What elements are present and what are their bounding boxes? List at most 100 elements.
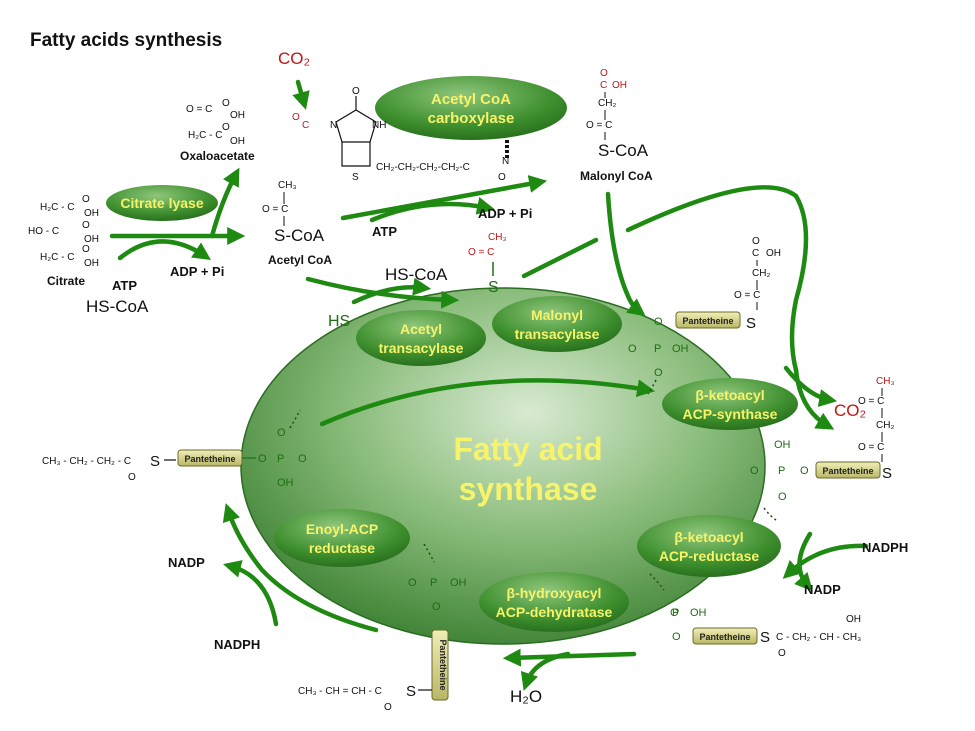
arrow-water-out	[520, 651, 571, 691]
fas-label-line1: Fatty acid	[453, 431, 602, 467]
phos1-p: P	[654, 343, 661, 355]
butyryl-s: S	[150, 453, 160, 470]
enzyme-enoyl-reductase: Enoyl-ACP reductase	[274, 509, 410, 567]
macp-oh: OH	[766, 248, 781, 259]
malonyl-o: O	[600, 68, 608, 79]
phos4-o-left: O	[670, 607, 679, 619]
crotonyl-o: O	[384, 702, 392, 713]
acc-label-line1: Acetyl CoA	[431, 91, 511, 108]
macp-s: S	[746, 315, 756, 332]
arrow-nadph-in	[782, 543, 869, 579]
compound-labels: Citrate Oxaloacetate Acetyl CoA Malonyl …	[47, 149, 908, 652]
citrate-structure: H₂C - C O OH HO - C O OH H₂C - C O OH	[28, 194, 99, 269]
hb-oh: OH	[846, 614, 861, 625]
pantetheine-label-5: Pantetheine	[438, 639, 448, 690]
butyryl-chain: CH₃ - CH₂ - CH₂ - C	[42, 456, 131, 467]
hb-chain: C - CH₂ - CH - CH₃	[776, 632, 861, 643]
citrate-o2: O	[82, 220, 90, 231]
biotin-s: S	[352, 172, 359, 183]
acetyl-on-s-ch3: CH₃	[488, 232, 507, 243]
page-title: Fatty acids synthesis	[30, 30, 222, 51]
citrate-h2c-2: H₂C - C	[40, 252, 74, 263]
butyryl-acp-structure: CH₃ - CH₂ - CH₂ - C O	[42, 456, 136, 483]
phos3-oh: OH	[277, 477, 294, 489]
s-group-acetyl: S	[488, 279, 499, 296]
pantetheine-label-3: Pantetheine	[184, 454, 235, 464]
biotin-o: O	[352, 86, 360, 97]
biotin-chain: CH₂-CH₂-CH₂-CH₂-C	[376, 162, 470, 173]
oxa-o1: O	[222, 98, 230, 109]
dots-left	[289, 409, 301, 429]
enoyl-reductase-line1: Enoyl-ACP	[306, 521, 378, 537]
arrow-hscoa-release	[351, 277, 432, 305]
hb-s: S	[760, 629, 770, 646]
malonyl-c: C	[600, 80, 607, 91]
pantetheine-right: Pantetheine	[815, 461, 881, 479]
macp-oc: O = C	[734, 290, 760, 301]
hscoa-mid-label: HS-CoA	[385, 265, 448, 284]
oxa-oc: O = C	[186, 104, 212, 115]
adp-pi-left-label: ADP + Pi	[170, 264, 224, 279]
acetoacetyl-acp-structure: CH₃ O = C CH₂ O = C	[858, 376, 895, 462]
enzyme-acetyl-coa-carboxylase: Acetyl CoA carboxylase	[375, 76, 567, 140]
biotin-co2-c: C	[302, 120, 309, 131]
macp-o: O	[752, 236, 760, 247]
phos2-o-right: O	[800, 465, 809, 477]
citrate-label: Citrate	[47, 274, 85, 288]
oxa-oh2: OH	[230, 136, 245, 147]
acetyl-transacylase-line1: Acetyl	[400, 321, 442, 337]
enzyme-malonyl-transacylase: Malonyl transacylase	[492, 296, 622, 352]
nadp-left-label: NADP	[168, 555, 205, 570]
enzyme-ketoacyl-reductase: β-ketoacyl ACP-reductase	[637, 515, 781, 577]
enzyme-ketoacyl-synthase: β-ketoacyl ACP-synthase	[662, 378, 798, 430]
malonyl-acp-structure: O C OH CH₂ O = C	[734, 236, 781, 310]
arrow-co2-to-biotin	[292, 79, 310, 110]
citrate-oh3: OH	[84, 258, 99, 269]
citrate-o3: O	[82, 244, 90, 255]
biotin-nh: NH	[372, 120, 386, 131]
phos2-oh: OH	[774, 439, 791, 451]
arrow-acetyl-transfer-a	[521, 237, 599, 279]
arrow-inside-to-synthase	[319, 378, 656, 427]
dots-bottom	[423, 543, 435, 563]
crotonyl-acp-structure: CH₃ - CH = CH - C O	[298, 686, 392, 713]
arrow-nadp-out	[794, 531, 813, 592]
large-labels: HS-CoA HS-CoA S-CoA S-CoA H₂O	[86, 141, 649, 706]
reaction-arrows	[109, 79, 869, 691]
ketoacyl-synthase-line1: β-ketoacyl	[695, 387, 764, 403]
dehydratase-line2: ACP-dehydratase	[496, 604, 613, 620]
phos5-o-left: O	[408, 577, 417, 589]
enzyme-acetyl-transacylase: Acetyl transacylase	[356, 310, 486, 366]
atp-mid-label: ATP	[372, 224, 397, 239]
enoyl-reductase-line2: reductase	[309, 540, 375, 556]
arrow-co2-release	[783, 365, 838, 407]
dotted-links	[289, 379, 777, 591]
phos1-o-bottom: O	[654, 367, 663, 379]
arrow-acetyl-transfer-b	[625, 185, 809, 373]
oxa-o2: O	[222, 122, 230, 133]
acc-label-line2: carboxylase	[428, 110, 515, 127]
malonyl-coa-structure: O C OH CH₂ O = C	[586, 68, 627, 140]
oxaloacetate-structure: O = C O OH H₂C - C O OH	[186, 98, 245, 147]
acetyl-transacylase-line2: transacylase	[379, 340, 464, 356]
aacp-s: S	[882, 465, 892, 482]
hs-group-label: HS	[328, 313, 350, 330]
phos4-oh: OH	[690, 607, 707, 619]
macp-ch2: CH₂	[752, 268, 770, 279]
acetyl-coa-structure: CH₃ O = C	[262, 180, 297, 226]
co2-right-label: CO₂	[834, 401, 866, 420]
arrow-to-dehydrated	[502, 648, 637, 667]
phos3-o-right: O	[298, 453, 307, 465]
fas-label-line2: synthase	[459, 471, 598, 507]
phos2-o-left: O	[750, 465, 759, 477]
nadph-left-label: NADPH	[214, 637, 260, 652]
dots-top	[647, 379, 657, 395]
enzyme-hydroxyacyl-dehydratase: β-hydroxyacyl ACP-dehydratase	[479, 572, 629, 632]
macp-c: C	[752, 248, 759, 259]
acetylcoa-ch3: CH₃	[278, 180, 297, 191]
enzyme-citrate-lyase: Citrate lyase	[106, 185, 218, 221]
arrow-atp-to-adp-mid	[369, 197, 496, 223]
pantetheine-bottom-vertical: Pantetheine	[431, 629, 449, 701]
water-label: H₂O	[510, 687, 542, 706]
